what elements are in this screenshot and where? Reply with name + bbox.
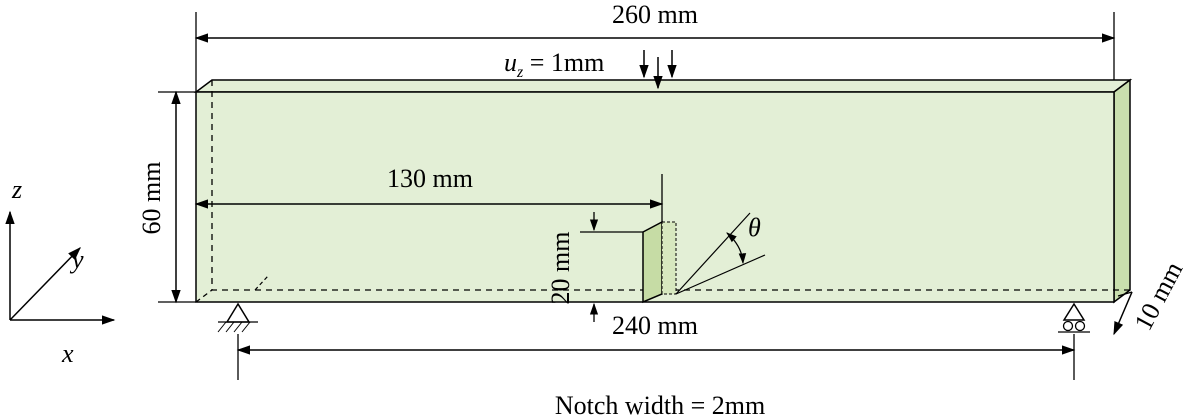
- notch-depth-label: 20 mm: [546, 232, 575, 305]
- axis-x-label: x: [61, 339, 74, 368]
- angle-label: θ: [748, 213, 761, 242]
- thickness-tick: [1117, 291, 1133, 297]
- axis-z-label: z: [11, 175, 22, 204]
- y-direction-indicator: [254, 275, 269, 291]
- total-length-label: 260 mm: [612, 0, 698, 29]
- dim-arrow-thickness: [1113, 291, 1133, 336]
- pin-support-left: [217, 302, 258, 333]
- height-label: 60 mm: [137, 162, 166, 235]
- beam-top-face: [193, 79, 1133, 93]
- angle-line-upper: [675, 212, 751, 295]
- load-label: uz = 1mm: [504, 48, 604, 81]
- coordinate-axes: [5, 210, 116, 325]
- notch-side: [661, 221, 677, 295]
- beam-right-face: [1113, 78, 1131, 304]
- thickness-label: 10 mm: [1129, 257, 1189, 335]
- span-label: 240 mm: [612, 311, 698, 340]
- half-length-label: 130 mm: [387, 164, 473, 193]
- angle-line-lower: [675, 254, 766, 295]
- angle-arc: [726, 232, 747, 265]
- notch-width-caption: Notch width = 2mm: [555, 391, 765, 420]
- roller-support-right: [1058, 302, 1090, 333]
- notch-front: [642, 220, 663, 304]
- axis-y-label: y: [69, 245, 84, 274]
- hidden-edge-bottom-left: [195, 289, 213, 303]
